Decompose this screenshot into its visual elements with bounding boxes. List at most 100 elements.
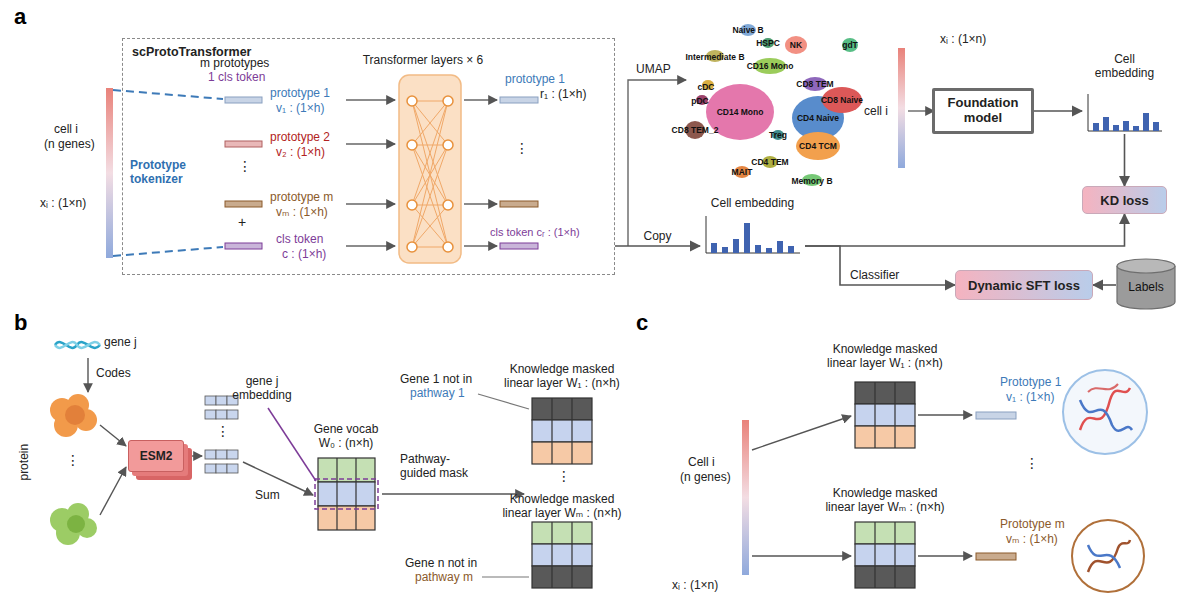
embedding-chart: Cell embedding <box>700 196 805 256</box>
rotated-label: protein <box>17 444 31 481</box>
text-label: prototype m <box>270 190 333 204</box>
text-label: cls token cᵣ : (1×h) <box>490 226 580 239</box>
cluster-label: CD4 Naive <box>797 113 839 123</box>
text-label: (n genes) <box>44 137 95 151</box>
text-label: ⋮ <box>238 158 252 175</box>
chart-bar <box>1133 126 1139 131</box>
connector <box>1124 134 1126 186</box>
node-text: KD loss <box>1100 193 1148 208</box>
cluster-label: CD8 TEM <box>796 79 833 89</box>
text-label: r₁ : (1×h) <box>540 87 586 101</box>
cluster-label: gdT <box>842 40 858 50</box>
edge-label: Classifier <box>848 268 901 282</box>
text-label: prototype 1 <box>270 86 330 100</box>
transformer-block: Transformer layers × 6 <box>348 53 498 268</box>
text-label: Gene 1 not in <box>400 372 472 386</box>
cluster-label: NK <box>790 40 802 50</box>
panel-a-art <box>106 24 934 258</box>
connector <box>805 246 955 285</box>
database-cylinder: Labels <box>1116 258 1176 310</box>
node-text: Dynamic SFT loss <box>968 278 1080 293</box>
chart-bar <box>777 241 783 253</box>
chart-bar <box>766 248 772 253</box>
text-label: ⋮ <box>1025 455 1039 472</box>
neuron <box>443 200 453 210</box>
cluster-label: CD8 Naive <box>821 95 863 105</box>
cluster-label: CD4 TCM <box>799 141 837 151</box>
text-label: ⋮ <box>66 452 80 469</box>
panel-letter: c <box>636 310 648 336</box>
chart-bar <box>1143 113 1149 131</box>
cluster-label: cDC <box>697 82 714 92</box>
cylinder-top <box>1117 259 1175 273</box>
process-box: ESM2 <box>128 440 184 472</box>
text-label: gene j embedding <box>230 374 294 403</box>
transformer-body <box>399 75 461 263</box>
text-label: xᵢ : (1×n) <box>672 578 718 592</box>
node-text: ESM2 <box>140 449 173 463</box>
embedding-chart: Cell embedding <box>1082 52 1167 134</box>
text-label: Prototype m <box>1000 517 1065 531</box>
cluster-label: Treg <box>769 130 787 140</box>
panel-c-art <box>742 370 1147 592</box>
text-label: vₘ : (1×h) <box>1006 532 1058 546</box>
text-label: ⋮ <box>515 140 529 157</box>
edge-label: Copy <box>641 229 673 243</box>
attention-line <box>412 145 448 247</box>
chart-axis <box>706 216 800 253</box>
chart-bar <box>788 246 794 253</box>
text-label: Prototype 1 <box>1000 375 1061 389</box>
panel-letter: a <box>14 4 26 30</box>
process-box: Dynamic SFT loss <box>955 270 1093 300</box>
text-label: Gene n not in <box>405 556 477 570</box>
text-label: Codes <box>96 366 131 380</box>
neuron <box>407 140 417 150</box>
attention-line <box>412 205 448 247</box>
text-label: c : (1×h) <box>282 247 326 261</box>
cluster-label: Intermediate B <box>685 52 744 62</box>
chart-bar <box>744 223 750 253</box>
chart-bar <box>1153 122 1159 131</box>
text-label: xᵢ : (1×n) <box>940 32 986 46</box>
connector <box>1093 284 1116 286</box>
text-label: (n genes) <box>680 470 731 484</box>
text-label: Sum <box>255 488 280 502</box>
neuron <box>407 96 417 106</box>
connector <box>1034 110 1082 112</box>
chart-bar <box>1093 123 1099 131</box>
cluster-label: HSPC <box>756 38 780 48</box>
cluster-label: CD8 TEM_2 <box>672 125 719 135</box>
transformer-art <box>348 53 498 268</box>
text-label: + <box>238 214 246 231</box>
text-label: Prototype tokenizer <box>130 158 205 187</box>
chart-axis <box>1088 94 1162 131</box>
text-label: v₁ : (1×h) <box>276 101 324 115</box>
text-label: cls token <box>276 232 323 246</box>
text-label: Knowledge masked linear layer W₁ : (n×h) <box>818 342 952 371</box>
cluster-label: CD4 TEM <box>751 157 788 167</box>
chart-bar <box>1113 125 1119 131</box>
text-label: pathway m <box>415 570 473 584</box>
text-label: UMAP <box>636 62 671 76</box>
neuron <box>443 140 453 150</box>
chart-bar <box>1103 117 1109 131</box>
attention-line <box>412 101 448 247</box>
text-label: prototype 1 <box>505 72 565 86</box>
node-text: Cell embedding <box>700 196 805 210</box>
connector <box>805 214 1125 246</box>
chart-bar <box>722 247 728 253</box>
cluster-label: Memory B <box>791 176 832 186</box>
attention-line <box>412 101 448 247</box>
text-label: v₂ : (1×h) <box>276 145 325 159</box>
text-label: 1 cls token <box>208 70 265 84</box>
text-label: cell i <box>54 122 78 136</box>
process-box: KD loss <box>1082 186 1167 214</box>
cluster-label: CD16 Mono <box>747 61 794 71</box>
text-label: vₘ : (1×h) <box>276 205 328 219</box>
text-label: Knowledge masked linear layer Wₘ : (n×h) <box>818 486 952 515</box>
text-label: Knowledge masked linear layer W₁ : (n×h) <box>495 362 629 391</box>
attention-line <box>412 101 448 205</box>
text-label: xᵢ : (1×n) <box>40 196 86 210</box>
neuron <box>443 96 453 106</box>
